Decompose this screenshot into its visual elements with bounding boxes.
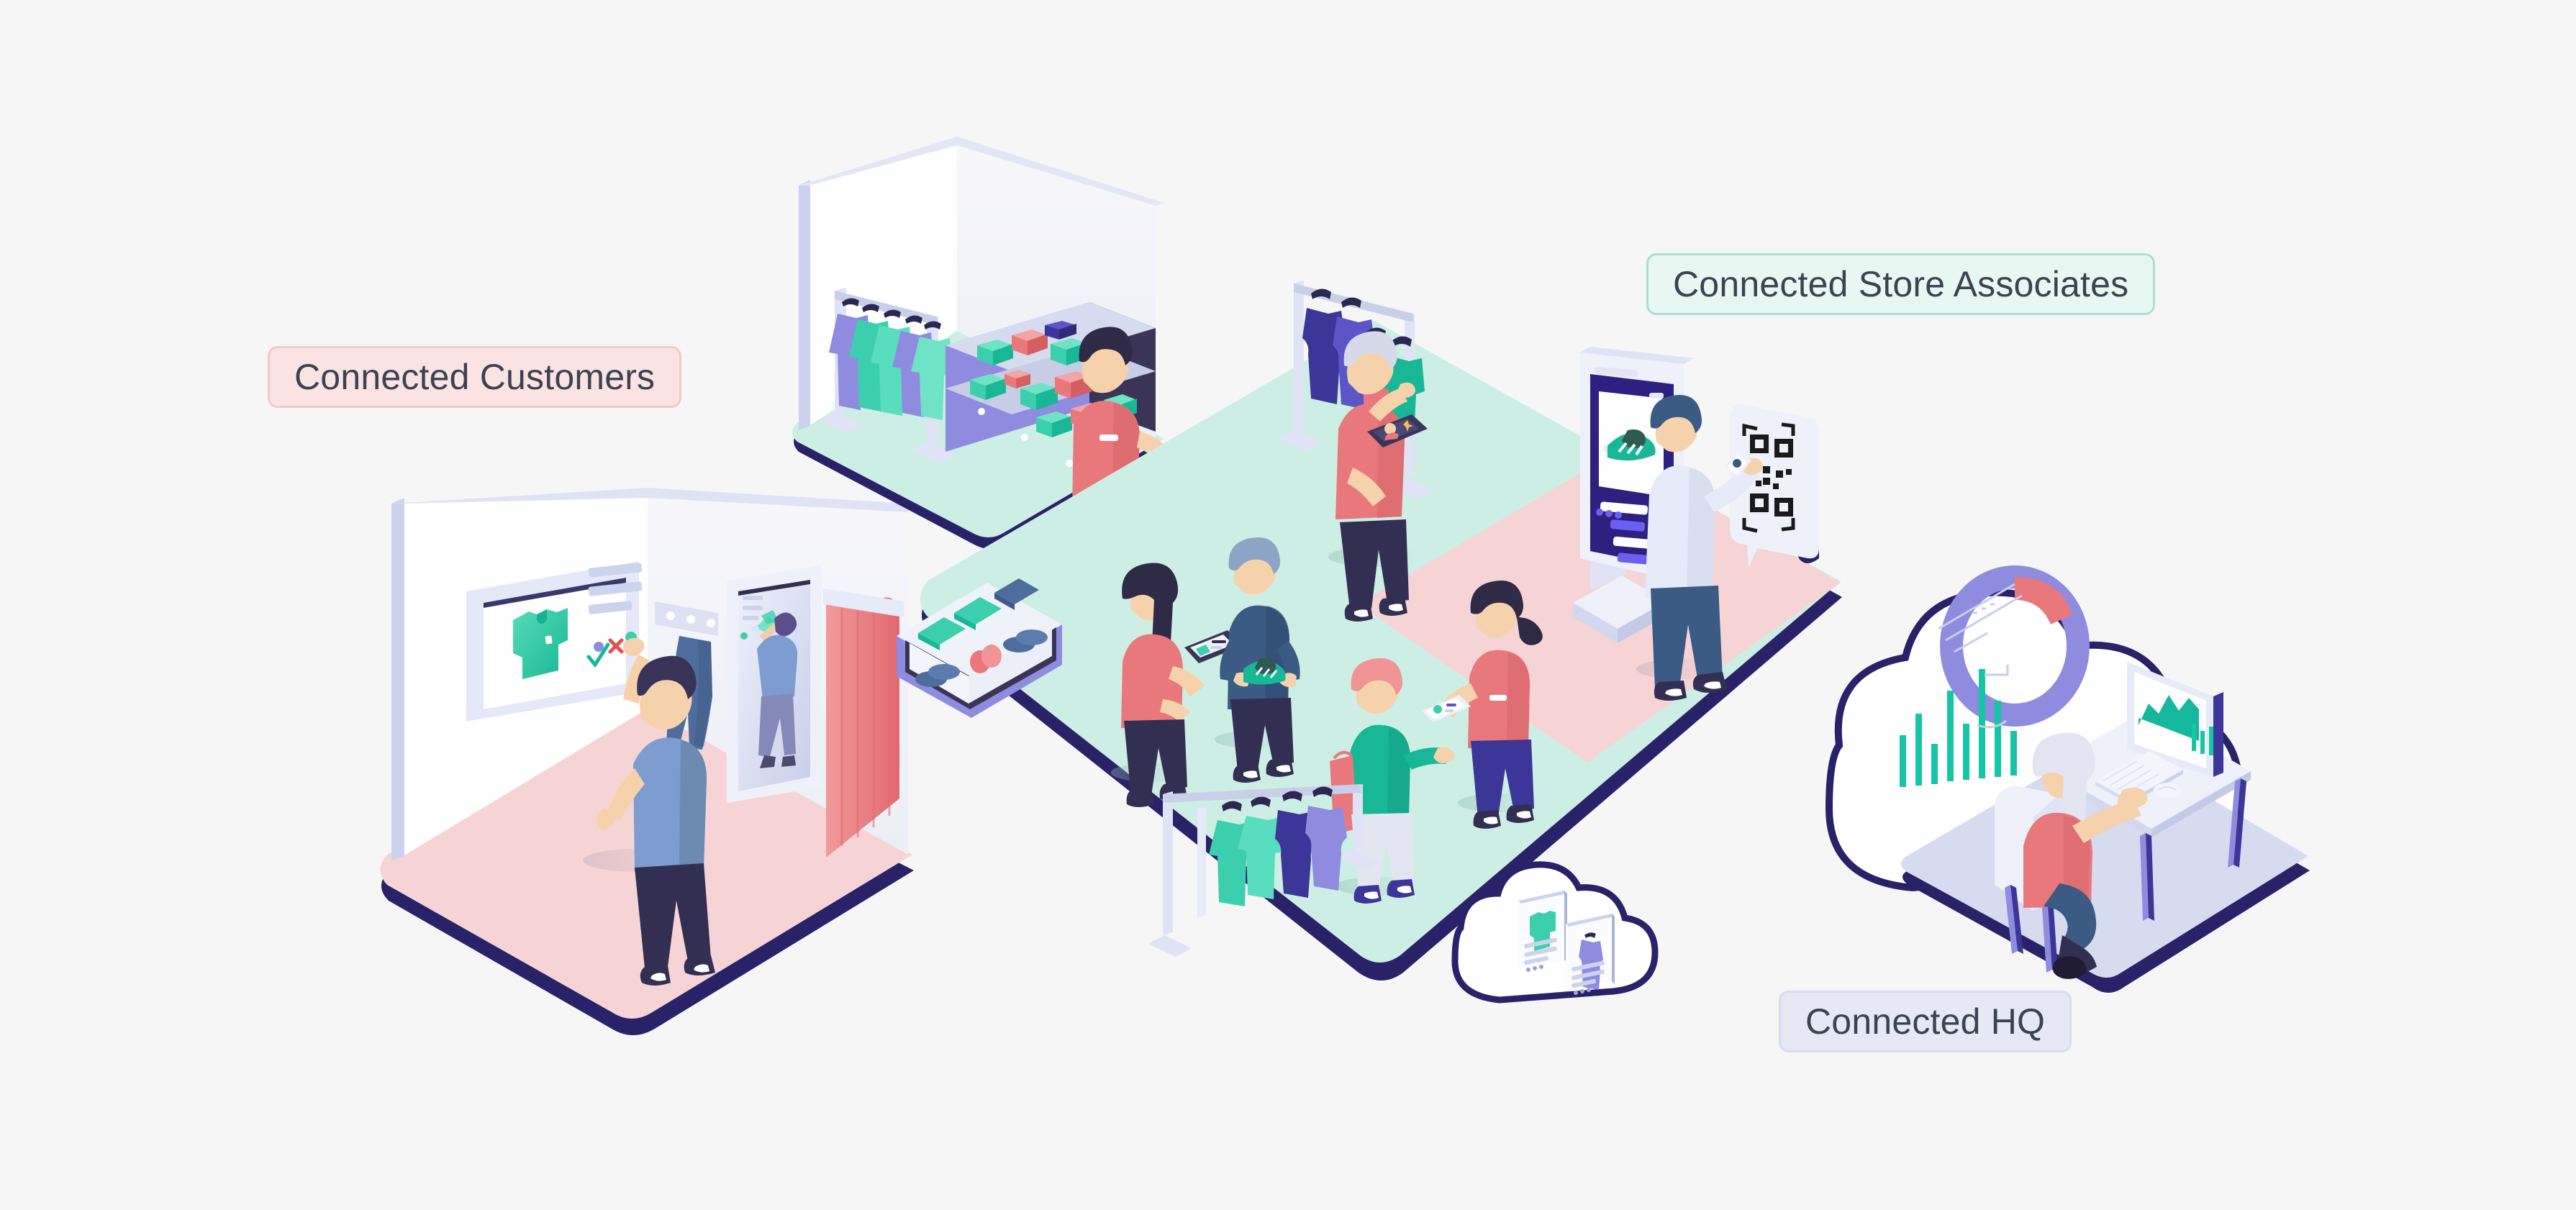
full-length-mirror [727,565,822,803]
info-line-3 [588,601,632,614]
stock-room-left-wall-edge [799,180,810,430]
bar-chart [1900,669,2017,787]
label-customers-text: Connected Customers [294,357,656,397]
associate-handing-phone [1422,581,1543,829]
analyst-hair [2032,732,2095,824]
tablet-device-2[interactable] [1367,414,1428,447]
shopper-with-tablet [1111,563,1242,807]
tablet-device-3[interactable] [1184,630,1242,663]
associate-hair [1079,327,1133,365]
analyst-legs [2044,883,2097,950]
phone-device[interactable] [1422,695,1471,722]
swatch-purple[interactable] [594,642,604,652]
shopper-holding-sneaker [1215,537,1300,783]
product-card-tshirt [1518,891,1567,972]
associate-head [1082,345,1129,394]
analyst-arm [2072,799,2141,843]
curtain-rail [823,588,904,617]
shopper-arm-sneaker [1220,639,1245,682]
reject-icon[interactable] [608,638,624,654]
check-icon [586,642,610,668]
qr-code-panel[interactable] [1730,404,1819,568]
shopper-hair [637,655,697,699]
donut-chart [1940,565,2090,727]
associate-arm-reaching [1369,388,1407,422]
label-connected-store-associates[interactable]: Connected Store Associates [1646,253,2156,315]
shopper-arm-holding-tablet [1169,666,1205,696]
monitor-area-chart [2139,695,2199,741]
clothes-hook [655,601,718,636]
associate-at-rack [1328,331,1428,622]
fitting-room-wall-top-left [391,488,648,504]
shopper-head [640,675,692,729]
stock-room-roof-right [957,137,1164,206]
mirror-reflection [740,596,798,768]
customer-hair [1650,395,1702,433]
associate-ponytail [1470,581,1523,619]
fitting-room-wall-top-right [648,488,908,512]
hq-mouse[interactable] [2154,783,2181,797]
label-hq-text: Connected HQ [1805,1001,2046,1042]
kiosk-scene [1573,347,1819,701]
shopper-hair-pink [1351,658,1402,695]
info-line-2 [588,581,643,596]
associate-hair-grey [1343,331,1397,370]
fitting-room-left-wall-edge [391,498,404,860]
associate-arm-tablet-2 [1347,468,1386,506]
tshirt-icon [513,608,568,679]
mirror-glass-edge [738,580,810,596]
red-curtain [823,588,904,858]
smart-mirror-screen-shadow [484,578,626,608]
shopper-fitting-room [583,637,715,986]
customer-phone[interactable] [1724,450,1751,478]
hq-scene [1825,565,2310,993]
label-connected-customers[interactable]: Connected Customers [268,346,682,408]
display-table [897,578,1062,718]
kiosk-sneaker-icon [1603,429,1656,461]
stock-room-scene [792,137,1219,604]
customer-arm-scanning [1704,465,1759,512]
stock-room-roof-left [799,137,957,186]
label-associates-text: Connected Store Associates [1673,264,2129,304]
fitting-room-scene [380,488,914,1035]
shopper-legs [635,863,711,968]
hq-analyst [2023,732,2148,979]
clothing-rack-stockroom [819,288,957,463]
cloud-decor-lines [1938,583,2023,729]
info-line-1 [588,563,643,578]
shopper-long-hair [1122,563,1179,659]
shopper-hair-blue [1228,537,1280,574]
shopper-arm-front [607,768,645,822]
smart-mirror-display[interactable] [466,561,643,722]
product-card-dress [1566,914,1615,995]
product-cloud [1451,861,1659,1004]
label-connected-hq[interactable]: Connected HQ [1779,991,2072,1052]
customer-scanning [1636,395,1763,701]
clothing-rack-front [1148,784,1382,957]
sales-floor-scene [897,281,1842,981]
sneaker-product [1243,658,1286,685]
